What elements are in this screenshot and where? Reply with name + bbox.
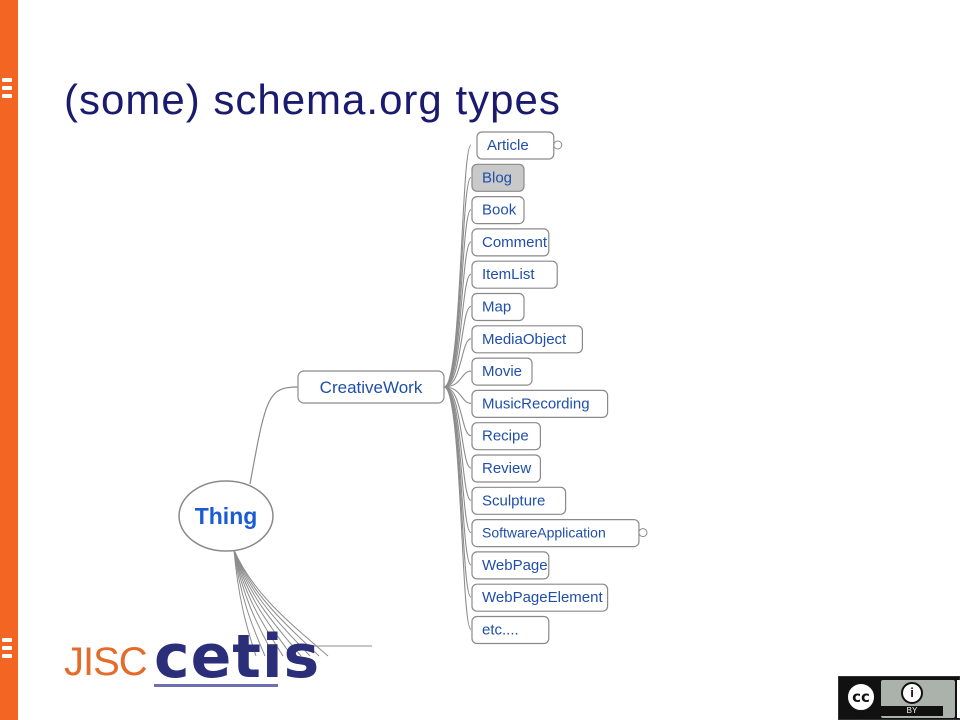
bar-marker-icon [0, 634, 14, 668]
node-label: CreativeWork [320, 378, 423, 397]
node-label: SoftwareApplication [482, 525, 606, 541]
logo-jisc-text: JISC [64, 640, 148, 684]
node-softwareapplication[interactable]: SoftwareApplication [471, 518, 648, 548]
node-label: Map [482, 299, 511, 316]
edge-root-sibling [233, 549, 302, 657]
node-box [471, 615, 550, 645]
node-label: Thing [195, 503, 258, 529]
edge-root-sibling [233, 549, 293, 657]
node-label: WebPageElement [482, 589, 603, 606]
logo-underline [154, 684, 278, 687]
node-label: MusicRecording [482, 395, 590, 412]
node-etc[interactable]: etc.... [471, 615, 550, 645]
edge-branch-itemlist [443, 273, 472, 388]
node-musicrecording[interactable]: MusicRecording [471, 389, 609, 418]
expand-toggle-icon[interactable] [638, 528, 648, 538]
node-label: Review [482, 460, 531, 477]
edge-branch-etc [443, 386, 472, 631]
node-label: WebPage [482, 557, 548, 574]
node-label: MediaObject [482, 331, 567, 348]
node-review[interactable]: Review [471, 454, 542, 483]
node-box [471, 163, 525, 192]
cc-icon: cc [845, 681, 877, 713]
edge-branch-movie [443, 370, 472, 388]
node-recipe[interactable]: Recipe [471, 422, 542, 451]
node-article[interactable]: Article [476, 131, 563, 160]
node-box [471, 357, 533, 386]
node-box [471, 389, 609, 418]
edge-root-branch [249, 386, 299, 485]
node-box [471, 486, 567, 515]
edge-branch-mediaobject [443, 338, 472, 388]
node-webpage[interactable]: WebPage [471, 551, 550, 580]
side-accent-bar [0, 0, 18, 720]
expand-toggle-icon[interactable] [553, 140, 563, 150]
node-label: Comment [482, 234, 548, 251]
node-mediaobject[interactable]: MediaObject [471, 325, 584, 354]
node-box [471, 228, 550, 257]
node-sculpture[interactable]: Sculpture [471, 486, 567, 515]
slide-title: (some) schema.org types [64, 76, 561, 123]
node-box [471, 422, 542, 451]
node-thing[interactable]: Thing [178, 480, 274, 552]
edge-branch-map [443, 305, 472, 388]
edge-branch-book [443, 209, 472, 388]
node-box [178, 480, 274, 552]
node-itemlist[interactable]: ItemList [471, 260, 558, 289]
jisc-cetis-logo: JISC cetis [64, 622, 364, 692]
node-box [471, 292, 525, 322]
cc-by-license-badge[interactable]: cc i BY [838, 676, 960, 720]
node-box [297, 370, 445, 404]
node-label: Book [482, 202, 517, 219]
edge-root-sibling [233, 549, 266, 657]
node-label: ItemList [482, 266, 535, 283]
edge-branch-comment [443, 241, 472, 388]
badge-edge [957, 680, 960, 718]
logo-cetis-text: cetis [154, 622, 321, 692]
tree-nodes: Thing CreativeWork ArticleBlogBookCommentI… [178, 131, 648, 645]
node-label: Sculpture [482, 492, 545, 509]
node-label: Blog [482, 169, 512, 186]
node-label: etc.... [482, 622, 519, 639]
node-comment[interactable]: Comment [471, 228, 550, 257]
node-creativework[interactable]: CreativeWork [297, 370, 445, 404]
node-map[interactable]: Map [471, 292, 525, 322]
node-box [471, 260, 558, 289]
tree-edges [233, 144, 472, 657]
node-movie[interactable]: Movie [471, 357, 533, 386]
edge-root-sibling [233, 549, 257, 657]
node-label: Movie [482, 363, 522, 380]
edge-root-sibling [233, 549, 284, 657]
node-box [471, 583, 609, 612]
node-box [471, 325, 584, 354]
node-book[interactable]: Book [471, 196, 525, 225]
edge-root-sibling [233, 549, 275, 657]
node-box [471, 454, 542, 483]
cc-by-panel: i BY [881, 680, 955, 718]
by-label: BY [881, 706, 943, 716]
node-webpageelement[interactable]: WebPageElement [471, 583, 609, 612]
node-label: Recipe [482, 428, 529, 445]
node-box [471, 196, 525, 225]
attribution-icon: i [901, 682, 923, 704]
node-blog[interactable]: Blog [471, 163, 525, 192]
bar-marker-icon [0, 74, 14, 108]
node-box [471, 551, 550, 580]
node-label: Article [487, 137, 529, 154]
